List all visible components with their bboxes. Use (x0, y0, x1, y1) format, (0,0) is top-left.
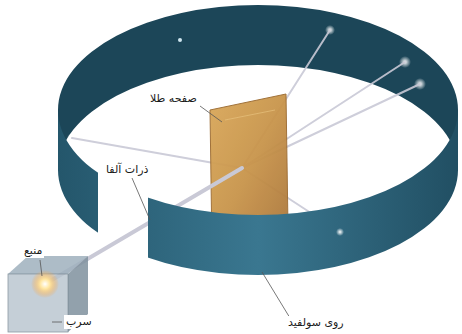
flash (336, 228, 344, 236)
flash (178, 38, 182, 42)
flash (387, 257, 397, 267)
part-label: روی سولفید (286, 316, 346, 330)
screen-front (58, 110, 458, 275)
part-label: ذرات آلفا (104, 163, 150, 177)
source-glow (31, 270, 59, 298)
part-label: صفحه طلا (148, 92, 199, 106)
part-label: منبع (22, 244, 44, 258)
part-label: سرب (64, 315, 94, 329)
leader-line (40, 106, 290, 322)
